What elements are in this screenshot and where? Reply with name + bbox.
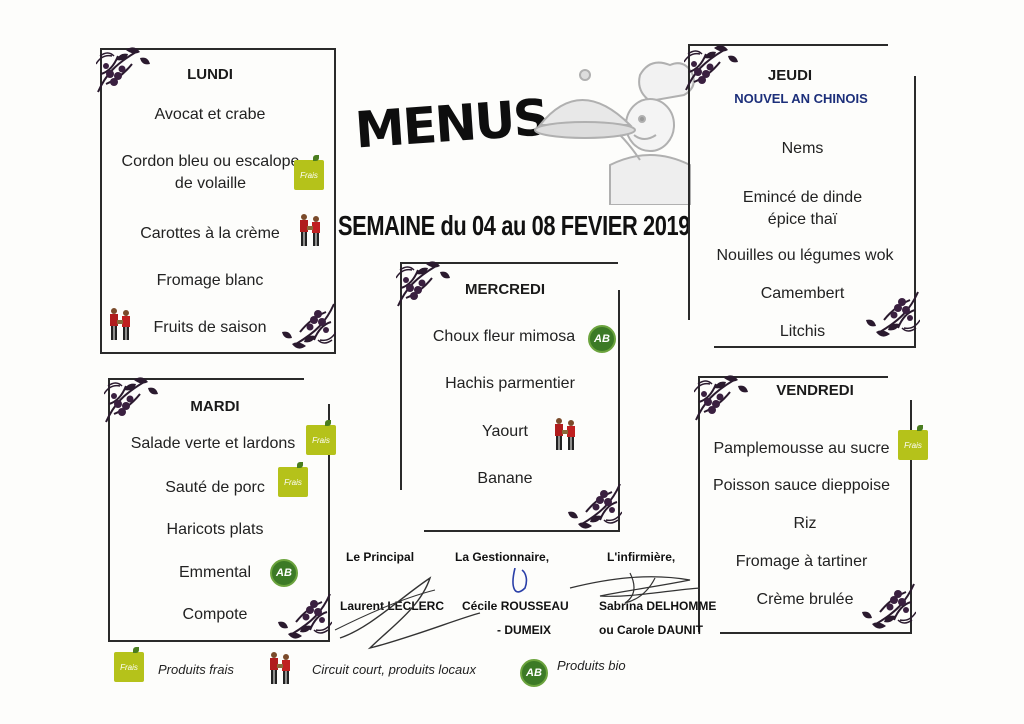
dish-item: Pamplemousse au sucre <box>713 440 890 457</box>
mercredi-frame-bottom <box>424 530 620 532</box>
legend-local-label: Circuit court, produits locaux <box>312 662 477 677</box>
local-farmers-icon <box>266 650 294 686</box>
vendredi-frame-bottom <box>720 632 912 634</box>
vendredi-frame-right <box>910 400 912 632</box>
dish-item: Choux fleur mimosa <box>432 328 576 345</box>
dish-item: Fromage blanc <box>156 272 264 289</box>
jeudi-frame-left <box>688 44 690 320</box>
week-heading: SEMAINE du 04 au 08 FEVIER 2019 <box>338 210 691 241</box>
dish-item: Emmental <box>178 564 252 581</box>
chef-illustration-icon <box>534 61 695 205</box>
dish-item: Fruits de saison <box>153 319 267 336</box>
local-farmers-icon <box>296 212 324 248</box>
dish-item: Haricots plats <box>166 521 264 538</box>
dish-item: Poisson sauce dieppoise <box>712 477 890 494</box>
frais-badge-icon: Frais <box>306 420 336 455</box>
gestionnaire-name-suffix: - DUMEIX <box>497 623 551 637</box>
bio-badge-icon: AB <box>270 559 298 587</box>
vendredi-frame-top <box>698 376 888 378</box>
page-title: MENUS <box>353 88 550 160</box>
dish-item: Nouilles ou légumes wok <box>716 247 894 264</box>
dish-item: Hachis parmentier <box>445 375 575 392</box>
dish-item: Avocat et crabe <box>154 106 266 123</box>
lundi-frame-bottom <box>100 352 336 354</box>
gestionnaire-name: Cécile ROUSSEAU <box>462 599 569 613</box>
day-title-vendredi: VENDREDI <box>776 382 854 399</box>
dish-item: Carottes à la crème <box>140 225 280 242</box>
day-title-mardi: MARDI <box>190 398 240 415</box>
dish-item: Yaourt <box>482 423 528 440</box>
dish-item: Cordon bleu ou escalope de volaille <box>121 153 300 192</box>
frais-badge-icon: Frais <box>294 155 324 190</box>
jeudi-frame-right <box>914 76 916 346</box>
local-farmers-icon <box>551 416 579 452</box>
dish-item: Sauté de porc <box>165 479 265 496</box>
grapes-ornament-icon <box>96 44 156 94</box>
vendredi-frame-left <box>698 376 700 632</box>
mercredi-frame-right <box>618 290 620 530</box>
grapes-ornament-icon <box>562 482 622 532</box>
jeudi-frame-bottom <box>714 346 916 348</box>
dish-item: Salade verte et lardons <box>130 435 296 452</box>
dish-item: Crème brulée <box>756 591 854 608</box>
day-title-mercredi: MERCREDI <box>464 281 545 298</box>
bio-badge-icon: AB <box>588 325 616 353</box>
infirmiere-title: L'infirmière, <box>607 550 676 564</box>
gestionnaire-title: La Gestionnaire, <box>455 550 550 564</box>
mardi-frame-left <box>108 378 110 640</box>
dish-item: Nems <box>781 140 824 157</box>
dish-item: Emincé de dinde épice thaï <box>742 189 863 228</box>
mercredi-frame-left <box>400 262 402 490</box>
day-subtitle-jeudi: NOUVEL AN CHINOIS <box>734 91 868 106</box>
lundi-frame <box>100 48 336 354</box>
mardi-frame-bottom <box>108 640 330 642</box>
dish-item: Fromage à tartiner <box>735 553 868 570</box>
day-title-jeudi: JEUDI <box>767 67 813 84</box>
dish-item: Compote <box>182 606 248 623</box>
mercredi-frame-top <box>400 262 618 264</box>
dish-item: Banane <box>477 470 533 487</box>
grapes-ornament-icon <box>694 372 754 422</box>
mardi-frame-top <box>108 378 304 380</box>
mardi-frame-right <box>328 404 330 640</box>
frais-badge-icon: Frais <box>278 462 308 497</box>
grapes-ornament-icon <box>272 592 332 642</box>
jeudi-frame-top <box>688 44 888 46</box>
frais-badge-icon: Frais <box>898 425 928 460</box>
bio-badge-icon: AB <box>520 659 548 687</box>
legend-frais-label: Produits frais <box>158 662 234 677</box>
dish-item: Litchis <box>779 323 826 340</box>
dish-item: Camembert <box>760 285 845 302</box>
dish-item: Riz <box>793 515 817 532</box>
frais-badge-icon: Frais <box>114 647 144 682</box>
handwritten-signatures <box>334 568 701 650</box>
day-title-lundi: LUNDI <box>187 66 233 83</box>
grapes-ornament-icon <box>104 374 164 424</box>
grapes-ornament-icon <box>684 42 744 92</box>
infirmiere-name-alt: ou Carole DAUNIT <box>599 623 704 637</box>
legend-bio-label: Produits bio <box>557 658 626 673</box>
principal-title: Le Principal <box>346 550 415 564</box>
